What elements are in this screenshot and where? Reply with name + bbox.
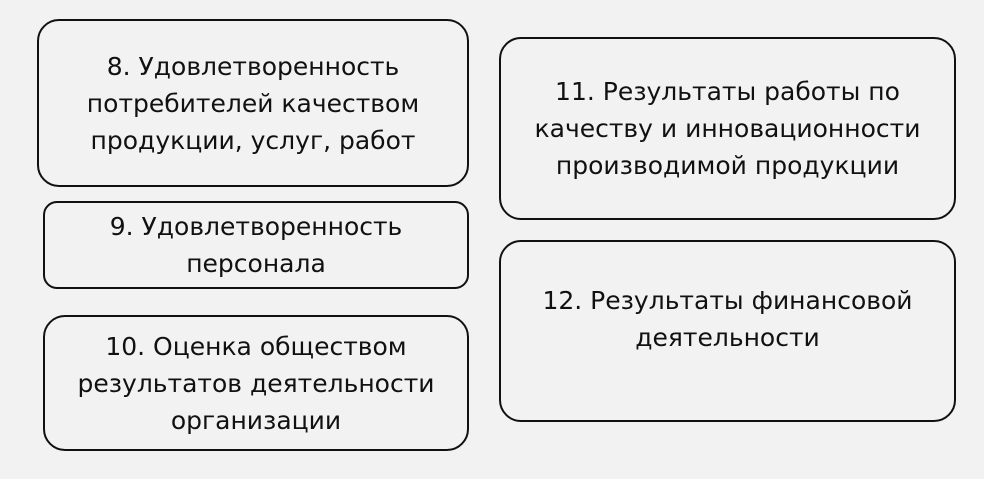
box-9: 9. Удовлетворенность персонала xyxy=(43,201,469,289)
box-10: 10. Оценка обществом результатов деятель… xyxy=(43,315,469,451)
box-8: 8. Удовлетворенность потребителей качест… xyxy=(37,19,469,187)
box-12: 12. Результаты финансовой деятельности xyxy=(499,240,956,422)
box-11: 11. Результаты работы по качеству и инно… xyxy=(499,37,956,220)
